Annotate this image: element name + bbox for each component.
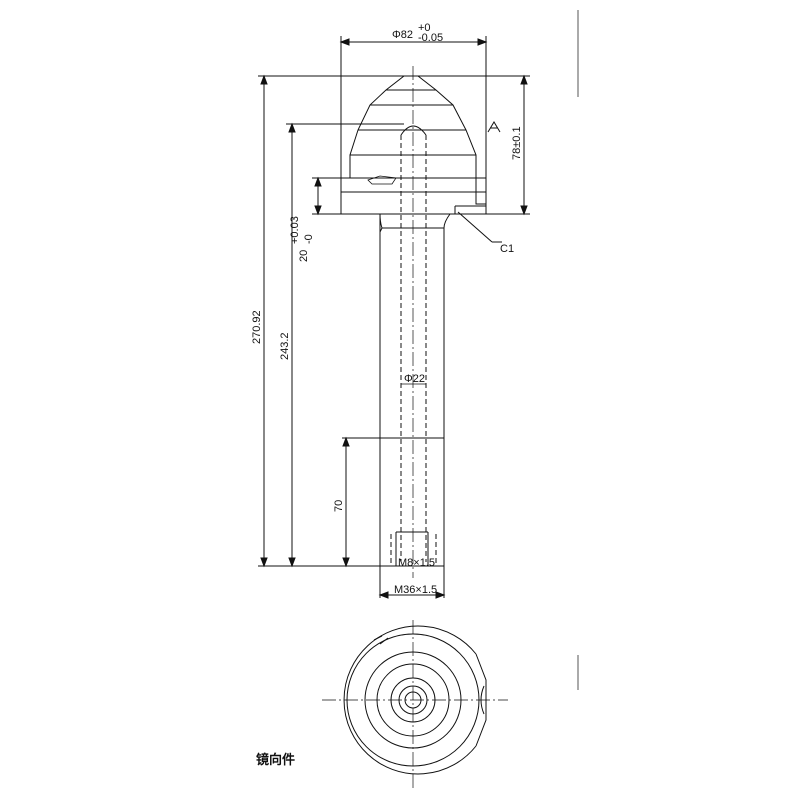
total-length-label: 270.92 bbox=[251, 310, 263, 344]
height-20-lower-tol: -0 bbox=[303, 234, 315, 244]
dim-thread-spec bbox=[378, 566, 446, 599]
dim-height-78 bbox=[418, 74, 530, 216]
part-shaft bbox=[342, 214, 445, 567]
bore-top bbox=[400, 125, 427, 136]
dim-thread-length bbox=[342, 436, 350, 568]
top-diameter-upper-tol: +0 bbox=[418, 22, 431, 34]
dim-top-diameter bbox=[339, 36, 488, 178]
bore-diameter-label: Φ22 bbox=[404, 373, 425, 385]
thread-spec-label: M36×1.5 bbox=[394, 584, 437, 596]
top-diameter-lower-tol: -0.05 bbox=[418, 32, 443, 44]
dim-chamfer-leader bbox=[457, 211, 502, 243]
view-label: 镜向件 bbox=[256, 752, 295, 768]
thread-small-label: M8×1.5 bbox=[398, 557, 435, 569]
chamfer-label: C1 bbox=[500, 243, 514, 255]
height-20-label: 20 bbox=[298, 250, 310, 262]
part-head bbox=[340, 75, 487, 229]
length-243-label: 243.2 bbox=[279, 332, 291, 360]
dim-length-243 bbox=[286, 122, 404, 568]
surface-finish-symbol bbox=[487, 121, 501, 133]
hidden-bore bbox=[390, 135, 437, 564]
thread-length-label: 70 bbox=[333, 500, 345, 512]
dim-total-length bbox=[258, 74, 404, 568]
bottom-view bbox=[322, 620, 508, 788]
top-diameter-label: Φ82 bbox=[392, 29, 413, 41]
dim-height-20 bbox=[312, 176, 341, 216]
height-20-upper-tol: +0.03 bbox=[289, 216, 301, 244]
height-78-label: 78±0.1 bbox=[511, 126, 523, 160]
